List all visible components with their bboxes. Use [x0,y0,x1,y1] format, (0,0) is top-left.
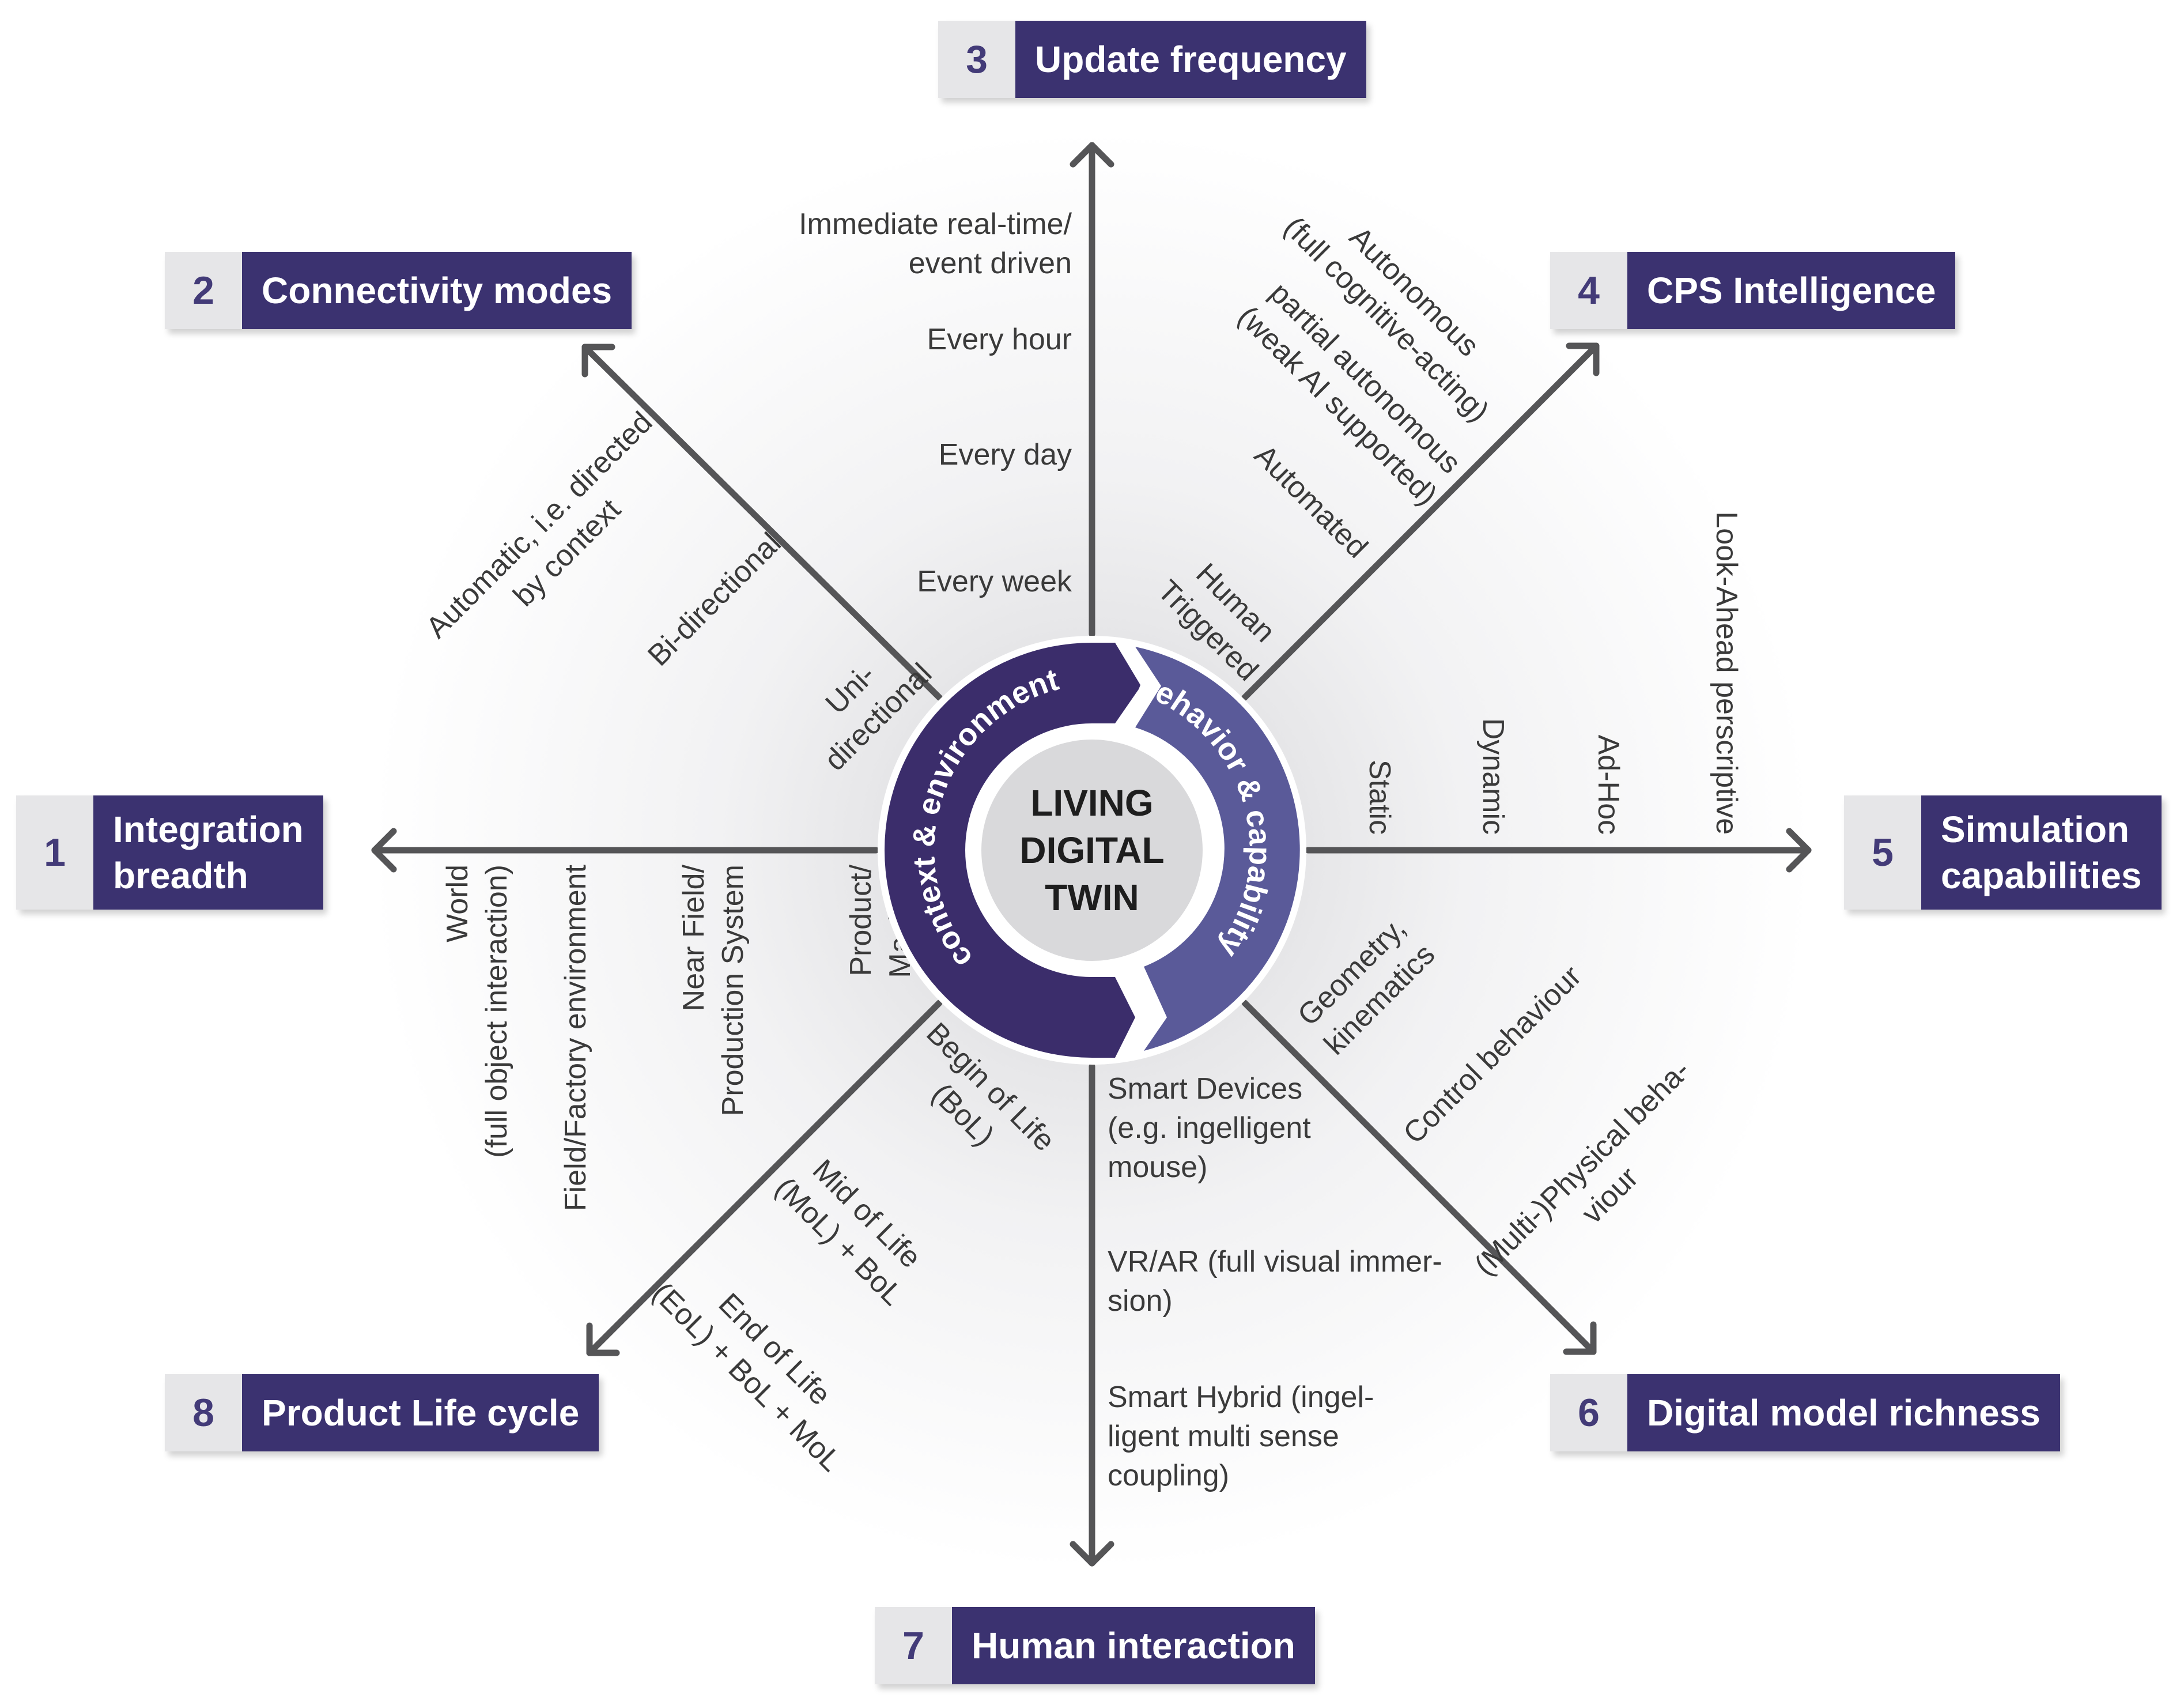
dimension-label: CPS Intelligence [1627,252,1956,329]
axis-simulation-capabilities [1305,828,1812,873]
dimension-number: 1 [16,795,93,910]
dimension-box-cps-intelligence: 4 CPS Intelligence [1550,252,1956,329]
core-title: LIVING DIGITAL TWIN [1019,782,1165,918]
dimension-box-human-interaction: 7 Human interaction [875,1607,1315,1684]
level-simulation-capabilities-4: Look-Ahead perscriptive [1710,511,1743,835]
dimension-box-simulation-capabilities: 5 Simulation capabilities [1844,795,2162,910]
level-update-frequency-4: Immediate real-time/ event driven [799,208,1072,280]
ring-context-environment [885,643,1141,1058]
axis-integration-breadth [371,828,879,873]
level-human-interaction-3: Smart Hybrid (ingel- ligent multi sense … [1108,1381,1374,1492]
dimension-box-update-frequency: 3 Update frequency [938,21,1366,98]
dimension-label: Product Life cycle [242,1374,599,1451]
dimension-label: Human interaction [952,1607,1315,1684]
dimension-label: Integration breadth [93,795,323,910]
dimension-number: 7 [875,1607,952,1684]
dimension-box-digital-model-richness: 6 Digital model richness [1550,1374,2060,1451]
core-disc [981,740,1203,961]
level-update-frequency-2: Every day [938,438,1072,472]
dimension-label: Digital model richness [1627,1374,2060,1451]
dimension-label: Update frequency [1015,21,1366,98]
axis-connectivity-modes [581,344,943,701]
dimension-number: 6 [1550,1374,1627,1451]
dimension-number: 8 [165,1374,242,1451]
dimension-number: 4 [1550,252,1627,329]
dimension-number: 5 [1844,795,1921,910]
level-integration-breadth-3: Field/Factory environment [559,865,592,1212]
dimension-box-connectivity-modes: 2 Connectivity modes [165,252,632,329]
axis-cps-intelligence [1241,342,1600,701]
dimension-number: 2 [165,252,242,329]
level-simulation-capabilities-2: Dynamic [1476,718,1510,835]
dimension-label: Connectivity modes [242,252,632,329]
living-digital-twin-core: context & environment behavior & capabil… [878,636,1306,1065]
level-human-interaction-2: VR/AR (full visual immer- sion) [1108,1245,1442,1318]
axis-product-life-cycle [586,1000,943,1356]
level-simulation-capabilities-1: Static [1363,759,1396,835]
ring-behavior-capability [1135,647,1300,1051]
level-update-frequency-3: Every hour [927,323,1072,356]
level-integration-breadth-4: World (full object interaction) [441,865,513,1158]
level-simulation-capabilities-3: Ad-Hoc [1592,734,1625,835]
level-integration-breadth-2: Near Field/ Production System [677,865,750,1117]
dimension-number: 3 [938,21,1015,98]
level-update-frequency-1: Every week [917,565,1072,598]
axis-human-interaction [1070,1063,1114,1567]
axis-digital-model-richness [1241,1000,1597,1355]
axis-update-frequency [1070,142,1114,638]
dimension-box-integration-breadth: 1 Integration breadth [16,795,323,910]
dimension-box-product-life-cycle: 8 Product Life cycle [165,1374,599,1451]
level-human-interaction-1: Smart Devices (e.g. ingelligent mouse) [1108,1072,1311,1184]
dimension-label: Simulation capabilities [1921,795,2162,910]
